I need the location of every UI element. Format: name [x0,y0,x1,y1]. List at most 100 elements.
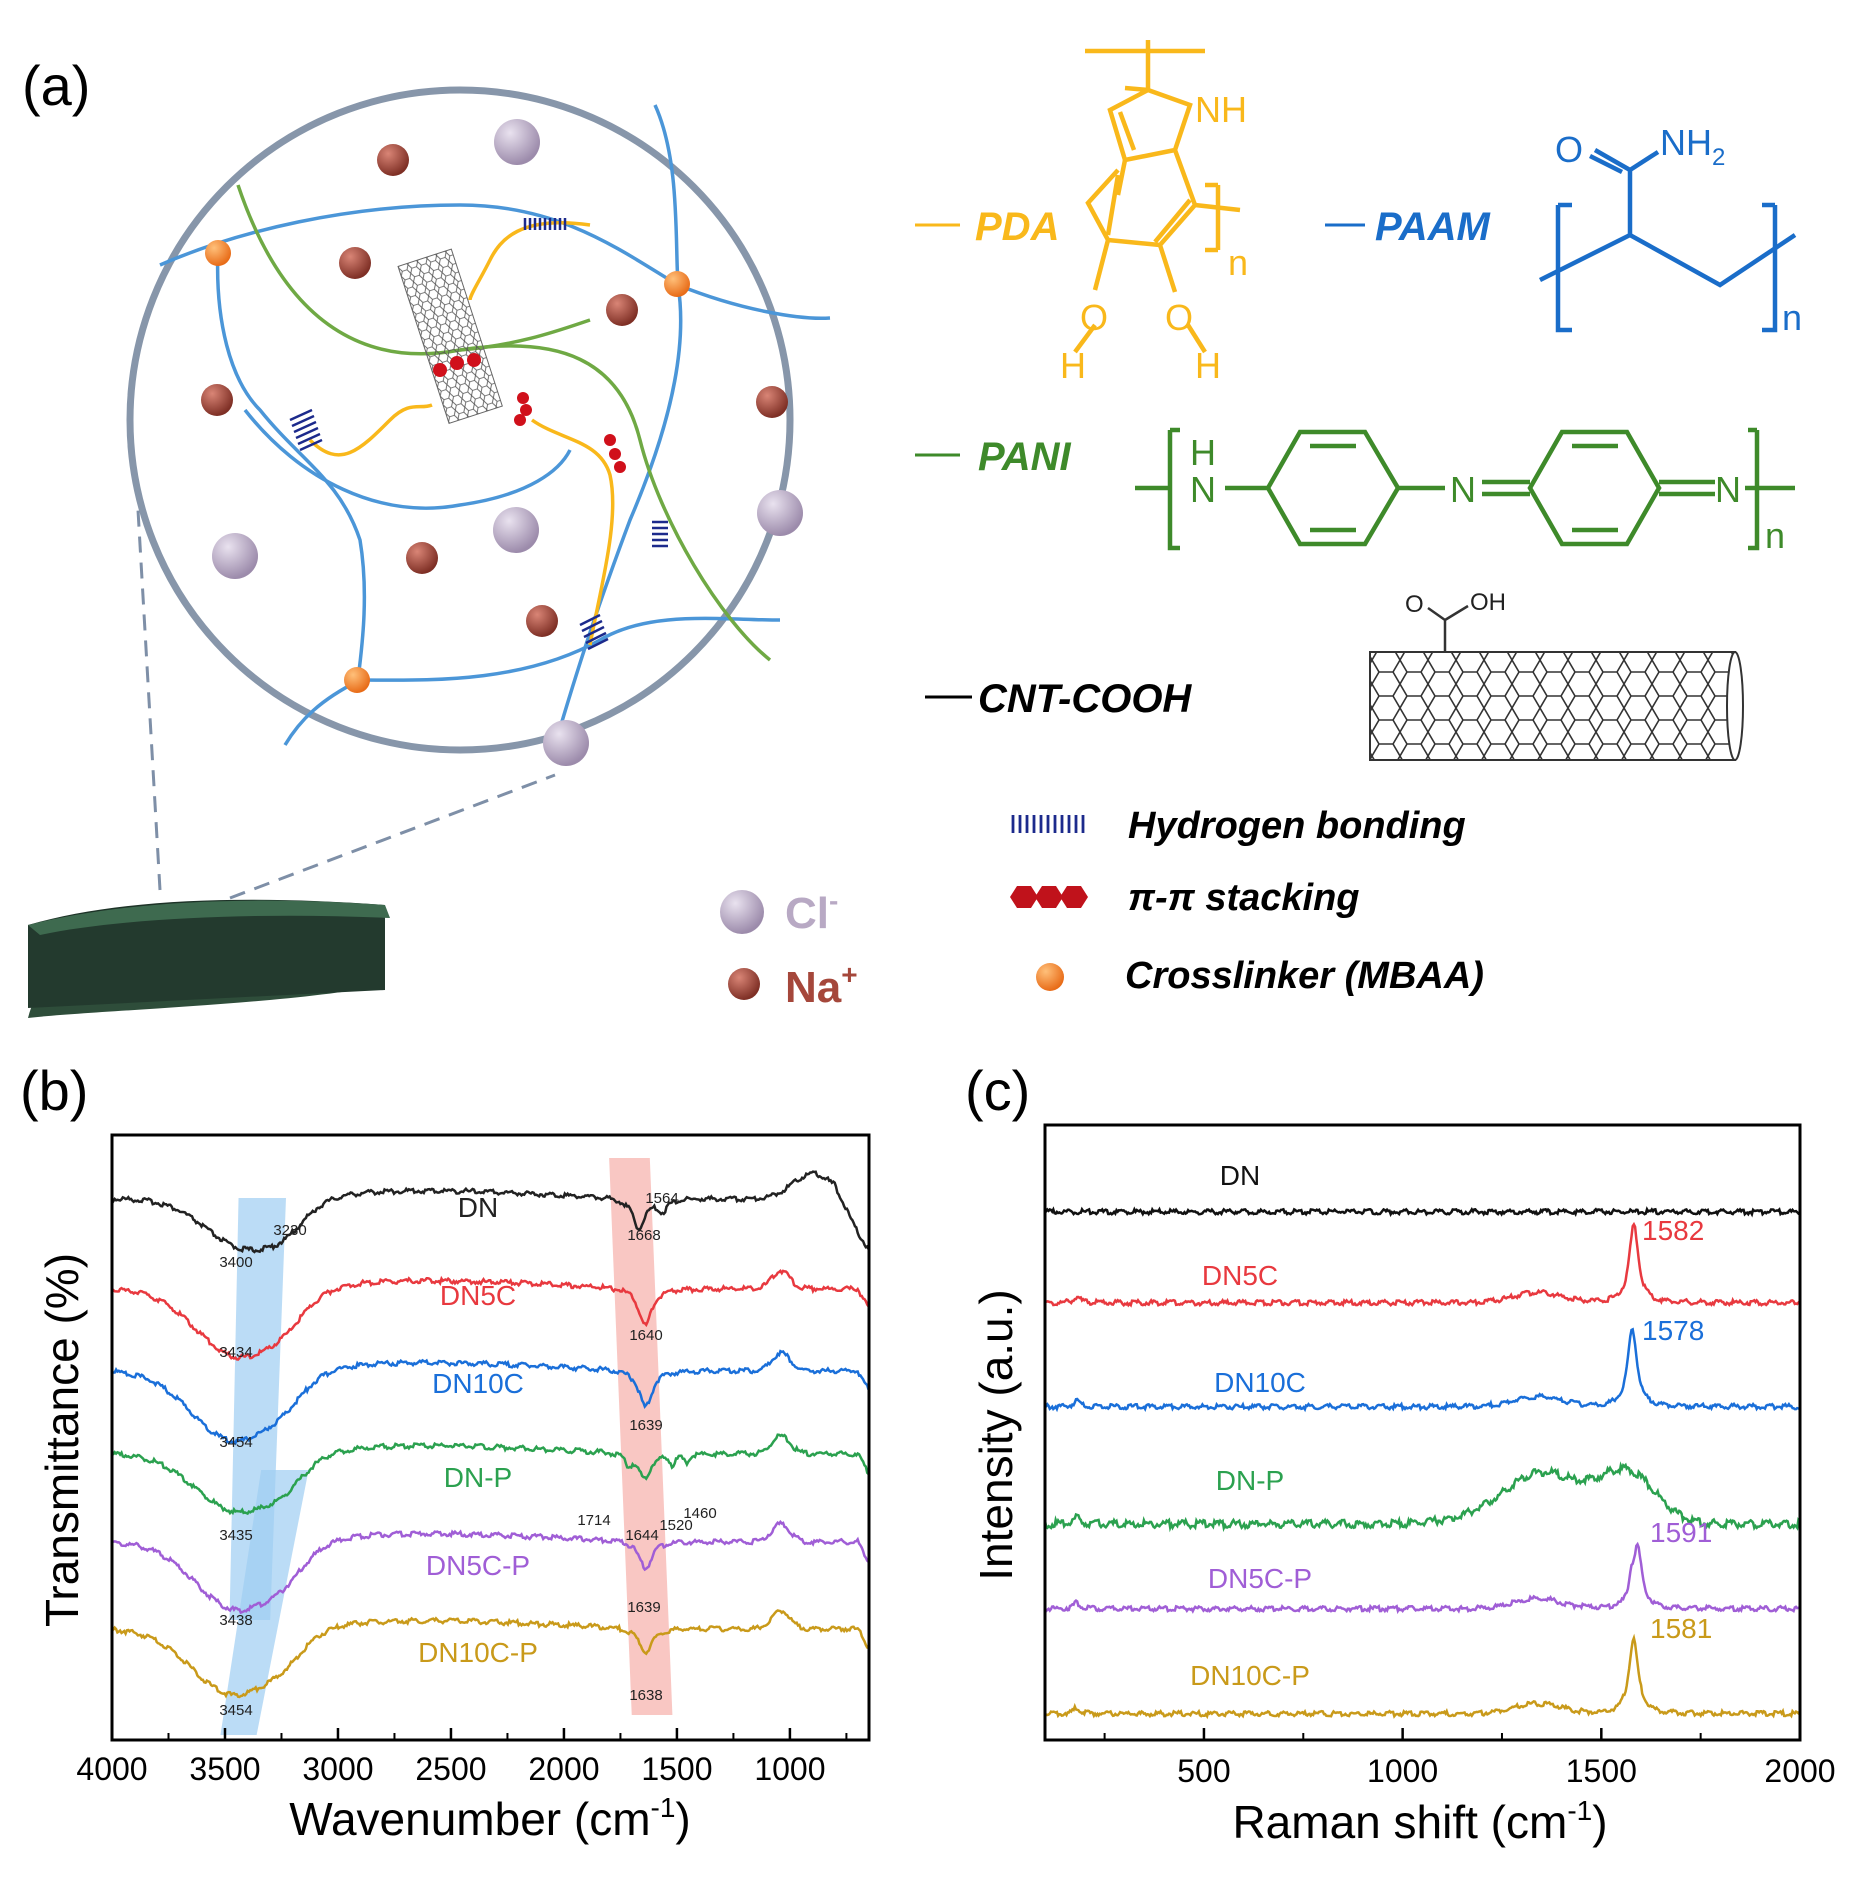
pipi-dots-network [433,353,626,473]
raman-peak-label: 1582 [1642,1215,1704,1246]
pipi-legend-icon [1010,886,1088,908]
ftir-peak-label: 3454 [219,1702,252,1719]
raman-series-label-dn10c-p: DN10C-P [1190,1660,1310,1691]
ftir-peak-label: 1639 [629,1417,662,1434]
pani-legend-label: PANI [978,435,1071,479]
ftir-series-label-dn5c: DN5C [440,1280,516,1311]
raman-series-label-dn-p: DN-P [1216,1465,1284,1496]
ftir-peak-label: 1564 [645,1190,678,1207]
na-legend-icon [728,968,760,1000]
ftir-peak-label: 3435 [219,1527,252,1544]
ftir-y-axis-label: Transmittance (%) [36,1253,88,1627]
network-circle [126,86,831,766]
pani-h-text: H [1190,432,1216,473]
cl-ions [212,119,803,766]
ftir-series-dn5c [111,1268,870,1361]
ftir-series-dn [110,1170,870,1254]
raman-series-dn5c [1044,1221,1801,1308]
pani-n2-text: N [1450,469,1476,510]
hydrogel-block [28,899,390,1018]
pda-n-text: n [1228,242,1248,283]
crosslinker-legend-icon [1036,963,1064,991]
raman-x-tick-label: 2000 [1764,1753,1835,1789]
raman-x-tick-label: 1000 [1367,1753,1438,1789]
raman-peak-label: 1591 [1650,1517,1712,1548]
ftir-x-tick-label: 4000 [76,1751,147,1787]
ftir-peak-label: 3230 [273,1222,306,1239]
raman-series-label-dn10c: DN10C [1214,1367,1306,1398]
pda-o1-text: O [1080,297,1108,338]
paam-o-text: O [1555,129,1583,170]
pani-n1-text: N [1190,469,1216,510]
ftir-band-oh-lower [220,1470,309,1735]
raman-series-dn [1044,1206,1801,1218]
cnt-in-network [397,248,503,424]
cnt-structure [1369,604,1744,761]
pani-n-text: n [1765,515,1785,556]
cl-legend-icon [720,890,764,934]
raman-frame [1043,1123,1802,1742]
hydrogen-bond-marks [289,218,668,651]
ftir-band-amide [609,1158,673,1715]
pani-n3-text: N [1715,469,1741,510]
paam-nh2-text: NH2 [1660,122,1725,171]
paam-structure [1538,148,1797,333]
cnt-legend-label: CNT-COOH [978,677,1192,721]
ftir-x-tick-label: 3000 [302,1751,373,1787]
pda-h1-text: H [1060,345,1086,386]
ftir-x-tick-label: 1000 [754,1751,825,1787]
cnt-o-text: O [1405,591,1424,618]
ftir-series-label-dn-p: DN-P [444,1462,512,1493]
ftir-series-label-dn10c: DN10C [432,1368,524,1399]
cnt-oh-text: OH [1470,589,1506,616]
ftir-series-label-dn10c-p: DN10C-P [418,1637,538,1668]
crosslinker-dots [205,240,690,693]
ftir-peak-label: 1638 [629,1687,662,1704]
pda-nh-text: NH [1195,89,1247,130]
crosslinker-legend-label: Crosslinker (MBAA) [1125,955,1484,997]
ftir-x-tick-label: 2500 [415,1751,486,1787]
panel-a: (a) [22,40,1802,1018]
ftir-peak-label: 1714 [577,1512,610,1529]
paam-network [159,104,831,746]
ftir-peak-label: 3400 [219,1254,252,1271]
raman-x-axis-label: Raman shift (cm-1) [1232,1795,1607,1848]
ftir-frame [110,1133,871,1742]
raman-series-dn5c-p [1044,1541,1801,1615]
ftir-series-dn5c-p [111,1519,870,1615]
raman-peak-label: 1578 [1642,1315,1704,1346]
na-legend-label: Na+ [785,959,858,1012]
raman-x-tick-label: 1500 [1566,1753,1637,1789]
ftir-peak-label: 1520 [659,1517,692,1534]
panel-c: (c) DNDN5CDN10CDN-PDN5C-PDN10C-P15821578… [965,1059,1836,1848]
ftir-peak-label: 3454 [219,1434,252,1451]
raman-x-ticks: 500 1000 1500 2000 [1103,1728,1836,1789]
ftir-peak-label: 3438 [219,1612,252,1629]
zoom-line-left [136,509,162,891]
pani-structure [1135,427,1795,551]
cl-legend-label: Cl- [785,885,838,938]
raman-series-label-dn5c-p: DN5C-P [1208,1563,1312,1594]
ftir-peak-label: 1640 [629,1327,662,1344]
panel-c-label: (c) [965,1059,1030,1122]
panel-b: (b) DNDN5CDN10CDN-PDN5C-PDN10C-P34003230… [20,1059,871,1845]
ftir-x-axis-label: Wavenumber (cm-1) [289,1792,691,1845]
raman-x-tick-label: 500 [1177,1753,1230,1789]
raman-y-axis-label: Intensity (a.u.) [970,1289,1022,1580]
ftir-series-dn-p [111,1433,870,1516]
hbond-legend-icon [1011,815,1085,833]
raman-series-dn10c-p [1044,1633,1801,1720]
panel-a-label: (a) [22,54,90,117]
raman-series-dn-p [1043,1461,1801,1533]
raman-series-label-dn5c: DN5C [1202,1260,1278,1291]
pda-h2-text: H [1195,345,1221,386]
raman-peak-label: 1581 [1650,1613,1712,1644]
ftir-series-label-dn: DN [458,1192,498,1223]
ftir-series-label-dn5c-p: DN5C-P [426,1550,530,1581]
raman-plot: DNDN5CDN10CDN-PDN5C-PDN10C-P158215781591… [1043,1160,1801,1720]
pda-o2-text: O [1165,297,1193,338]
paam-legend-label: PAAM [1375,205,1491,249]
na-ions [201,144,788,637]
raman-series-dn10c [1045,1327,1800,1413]
